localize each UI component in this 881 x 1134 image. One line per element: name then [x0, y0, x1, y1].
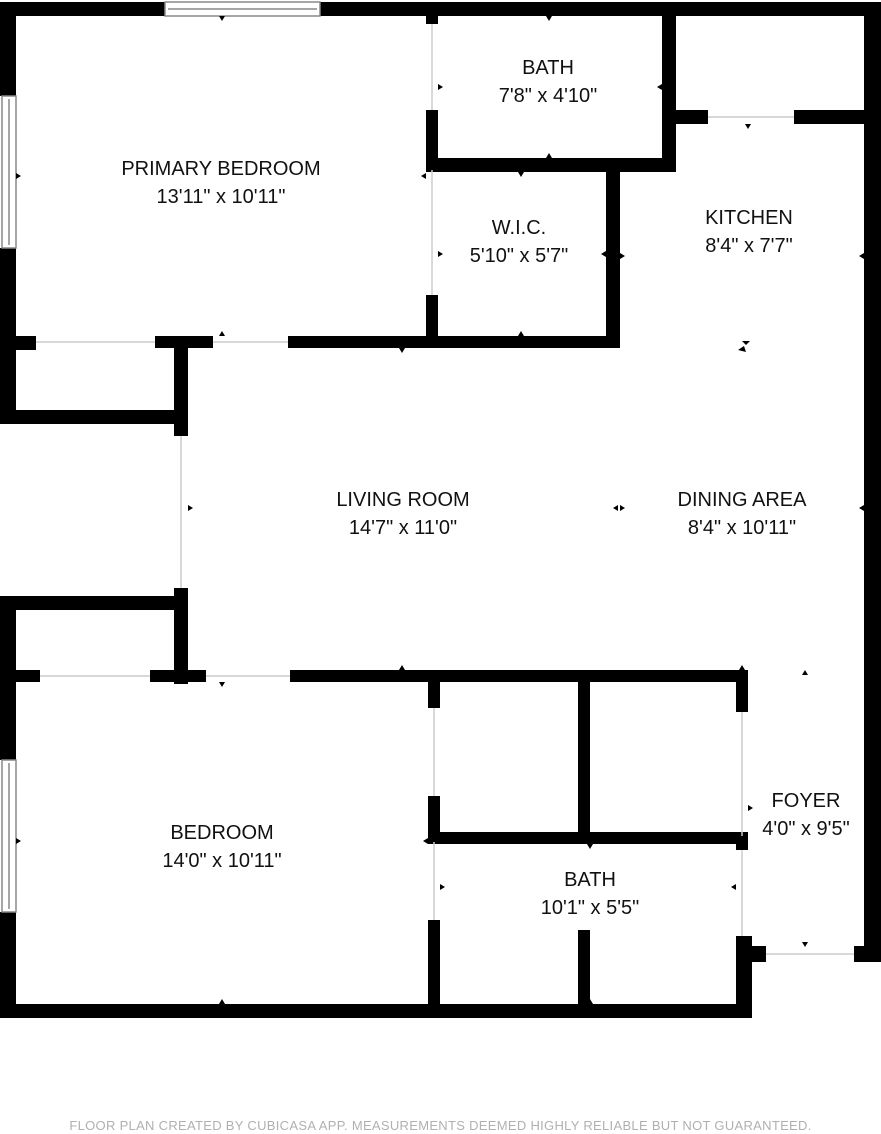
dining-area-dims: 8'4" x 10'11"	[688, 517, 796, 539]
dimension-marker	[802, 942, 808, 947]
wall	[854, 946, 881, 962]
dimension-marker	[219, 331, 225, 336]
foyer-dims: 4'0" x 9'5"	[762, 818, 849, 840]
dimension-marker	[657, 84, 662, 90]
kitchen-dims: 8'4" x 7'7"	[705, 235, 792, 257]
wall	[426, 12, 438, 24]
disclaimer-footer: FLOOR PLAN CREATED BY CUBICASA APP. MEAS…	[69, 1118, 812, 1133]
wall	[0, 670, 40, 682]
wall	[662, 12, 676, 172]
dimension-marker	[601, 251, 606, 257]
foyer-name: FOYER	[772, 790, 841, 812]
room-labels: PRIMARY BEDROOM 13'11" x 10'11" BATH 7'8…	[121, 57, 849, 919]
wall	[736, 836, 748, 850]
door-openings	[36, 24, 854, 955]
bath-bottom-name: BATH	[564, 869, 616, 891]
primary-bedroom-name: PRIMARY BEDROOM	[121, 158, 320, 180]
dimension-marker	[438, 251, 443, 257]
bath-top-dims: 7'8" x 4'10"	[499, 85, 598, 107]
wall	[150, 670, 206, 682]
wall	[0, 336, 36, 350]
primary-bedroom-dims: 13'11" x 10'11"	[157, 186, 286, 208]
dimension-marker	[399, 348, 405, 353]
wall	[736, 946, 766, 962]
dimension-marker	[587, 844, 593, 849]
wall	[428, 796, 440, 842]
wall	[428, 676, 440, 708]
dimension-marker	[742, 341, 750, 345]
wall	[864, 2, 881, 962]
wall	[0, 2, 165, 16]
wall	[0, 596, 188, 610]
dimension-marker	[399, 665, 405, 670]
wall	[288, 336, 618, 348]
bedroom-dims: 14'0" x 10'11"	[162, 850, 281, 872]
dimension-markers	[16, 16, 864, 1004]
wall	[0, 410, 188, 424]
wall	[428, 832, 748, 844]
dimension-marker	[546, 16, 552, 21]
bedroom-name: BEDROOM	[170, 822, 273, 844]
wall	[578, 676, 590, 842]
dimension-marker	[518, 172, 524, 177]
wall	[426, 110, 438, 170]
dimension-marker	[423, 838, 428, 844]
bath-top-name: BATH	[522, 57, 574, 79]
wall	[0, 2, 16, 96]
walls	[0, 2, 881, 1018]
wall	[426, 295, 438, 343]
dimension-marker	[859, 505, 864, 511]
dimension-marker	[738, 346, 746, 352]
dimension-marker	[219, 16, 225, 21]
wic-dims: 5'10" x 5'7"	[470, 245, 569, 267]
dimension-marker	[421, 173, 426, 179]
wall	[174, 588, 188, 684]
wall	[426, 158, 674, 172]
dimension-marker	[518, 331, 524, 336]
dimension-marker	[620, 505, 625, 511]
wic-name: W.I.C.	[492, 217, 546, 239]
wall	[606, 158, 620, 348]
wall	[428, 920, 440, 1012]
wall	[0, 912, 16, 1018]
dining-area-name: DINING AREA	[678, 489, 808, 511]
dimension-marker	[16, 838, 21, 844]
dimension-marker	[731, 884, 736, 890]
dimension-marker	[620, 253, 625, 259]
dimension-marker	[16, 173, 21, 179]
living-room-name: LIVING ROOM	[336, 489, 469, 511]
living-room-dims: 14'7" x 11'0"	[349, 517, 457, 539]
wall	[662, 110, 708, 124]
dimension-marker	[438, 84, 443, 90]
dimension-marker	[613, 505, 618, 511]
kitchen-name: KITCHEN	[705, 207, 793, 229]
wall	[155, 336, 213, 348]
dimension-marker	[440, 884, 445, 890]
wall	[736, 670, 748, 712]
dimension-marker	[188, 505, 193, 511]
dimension-marker	[546, 153, 552, 158]
dimension-marker	[219, 682, 225, 687]
dimension-marker	[748, 805, 753, 811]
dimension-marker	[587, 999, 593, 1004]
dimension-marker	[745, 124, 751, 129]
dimension-marker	[802, 670, 808, 675]
wall	[290, 670, 748, 682]
wall	[0, 1004, 752, 1018]
dimension-marker	[739, 665, 745, 670]
dimension-marker	[219, 999, 225, 1004]
windows	[1, 1, 321, 913]
wall	[320, 2, 881, 16]
dimension-marker	[859, 253, 864, 259]
wall	[794, 110, 881, 124]
bath-bottom-dims: 10'1" x 5'5"	[541, 897, 640, 919]
wall	[578, 930, 590, 1012]
wall	[174, 336, 188, 436]
